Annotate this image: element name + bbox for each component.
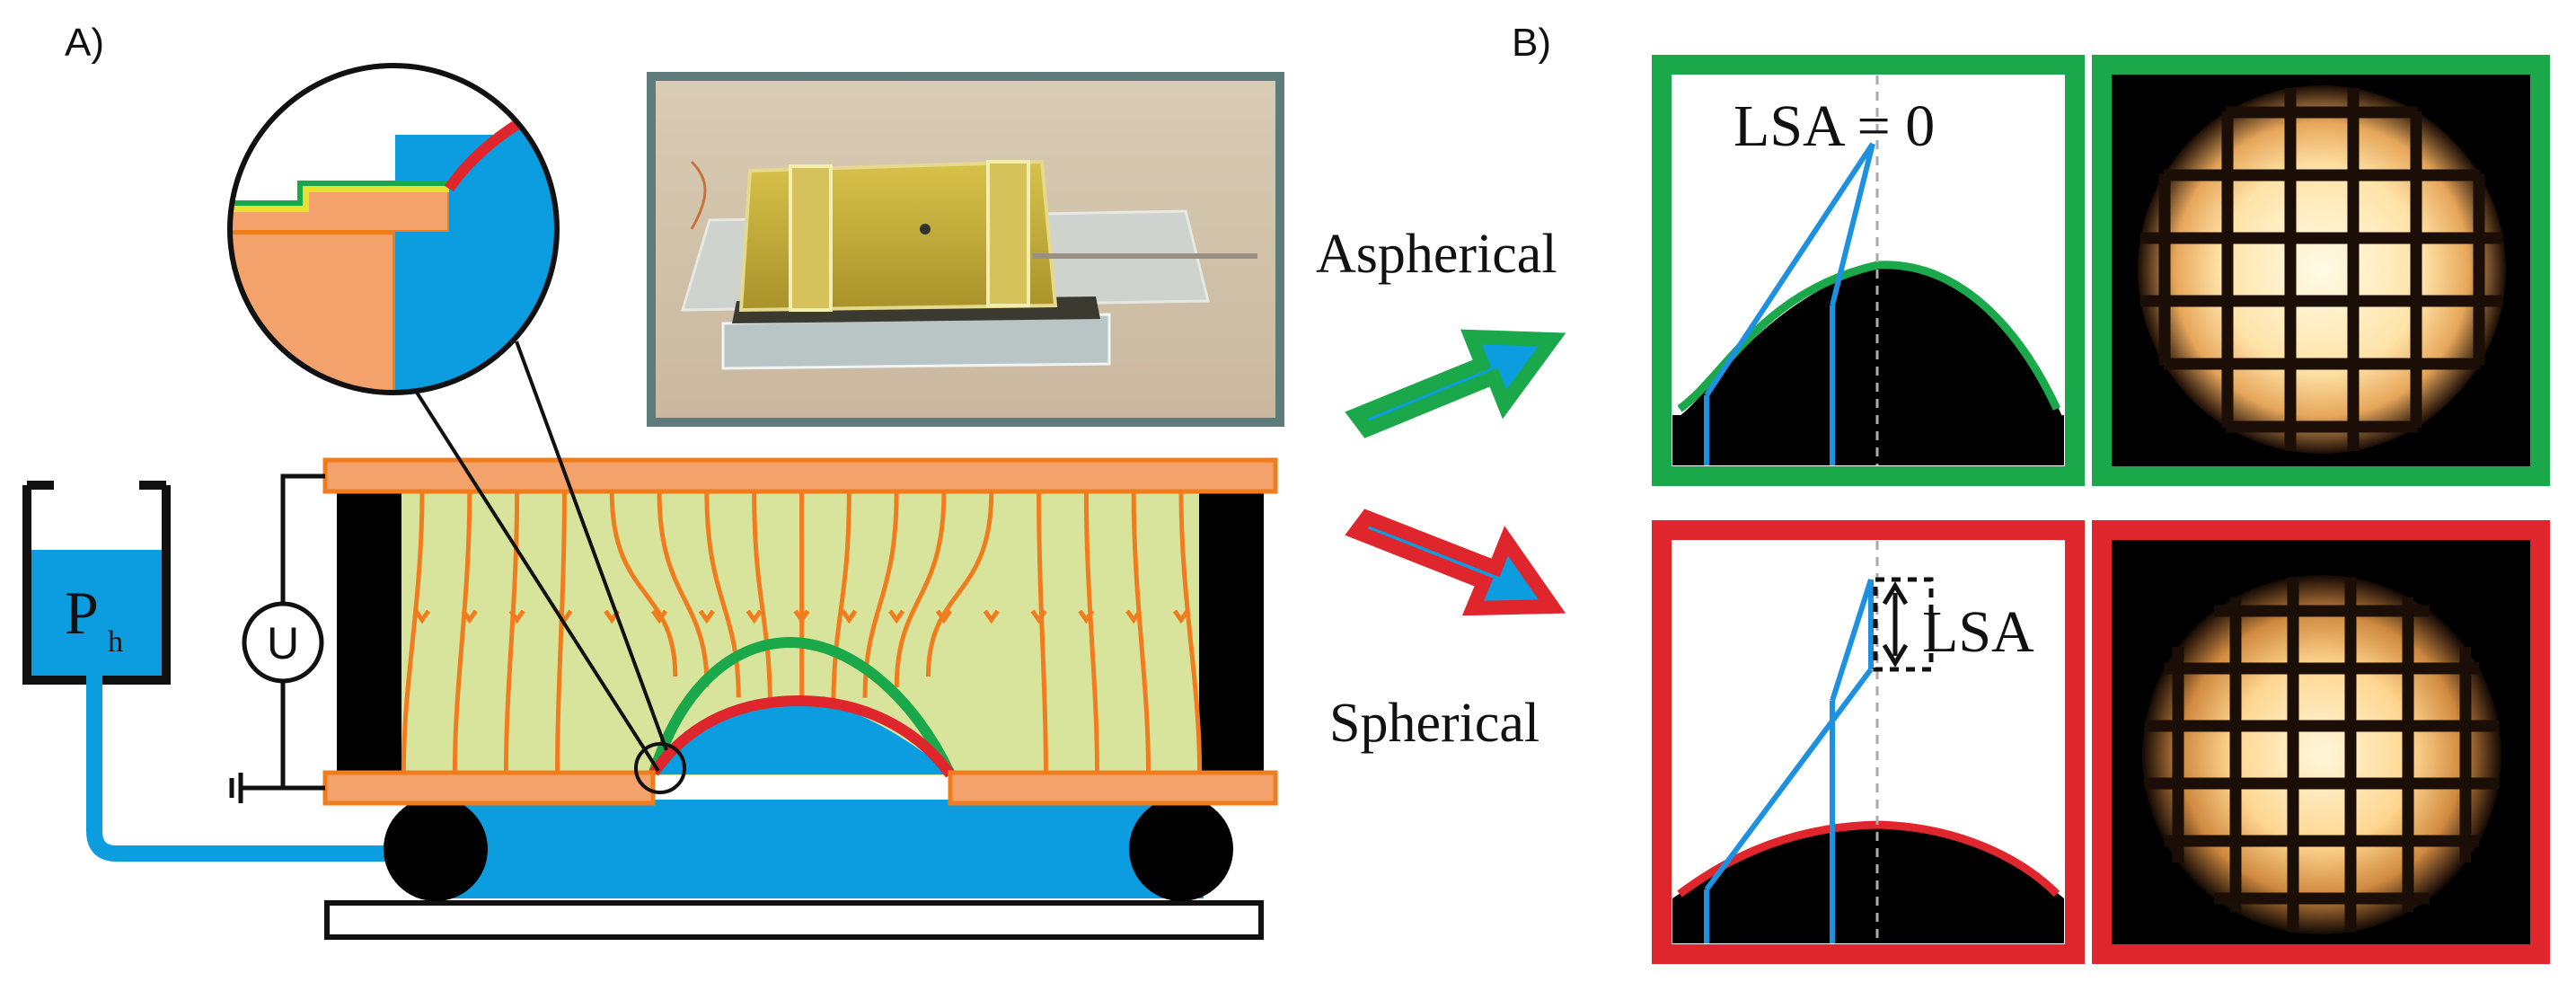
field-line: [1083, 491, 1099, 772]
spherical-meniscus: [649, 694, 955, 778]
field-line-arrowhead: [888, 609, 905, 624]
field-line: [1178, 491, 1203, 772]
supply-tube: [86, 676, 422, 862]
spacer-left: [337, 487, 401, 776]
field-line-arrowhead: [413, 609, 431, 624]
field-line-arrowhead: [1172, 609, 1190, 624]
spacer-right: [1199, 487, 1264, 776]
spherical-arrow: [1345, 509, 1566, 616]
lsa-zero-label: LSA = 0: [1734, 93, 1935, 159]
field-line-arrowhead: [461, 609, 478, 624]
voltage-label: U: [267, 618, 299, 668]
aspherical-grid-image: [2092, 55, 2550, 486]
top-electrode: [322, 457, 1278, 494]
field-line-arrowhead: [1030, 609, 1047, 624]
field-line-arrowhead: [651, 609, 668, 624]
bottom-electrode-left: [322, 770, 656, 806]
spherical-grid-image: [2092, 520, 2550, 964]
base-substrate: [324, 900, 1264, 940]
panel-a-label: A): [65, 21, 104, 65]
field-line-arrowhead: [935, 609, 952, 624]
field-line: [752, 491, 772, 709]
field-line: [452, 491, 472, 772]
aspherical-arrow: [1345, 329, 1566, 438]
field-lines: [401, 491, 1203, 772]
aspherical-profile-panel: LSA = 0: [1652, 55, 2085, 486]
field-line: [609, 491, 678, 677]
pressure-label: P: [65, 579, 99, 647]
field-line-arrowhead: [793, 609, 810, 624]
o-ring-right: [1129, 797, 1233, 901]
panel-b-label: B): [1512, 21, 1551, 65]
field-line-arrowhead: [841, 609, 858, 624]
field-line-arrowhead: [698, 609, 715, 624]
field-line: [657, 491, 710, 687]
spherical-label: Spherical: [1329, 693, 1539, 754]
field-line: [1037, 491, 1048, 772]
water-chamber: [422, 800, 1204, 898]
field-line: [554, 491, 567, 772]
field-line: [503, 491, 520, 772]
field-line: [926, 491, 994, 677]
aspherical-meniscus: [648, 636, 956, 777]
field-line: [831, 491, 851, 709]
spherical-profile-panel: LSA: [1652, 520, 2085, 964]
field-line: [1131, 491, 1151, 772]
pressure-reservoir: P h: [22, 481, 171, 685]
field-line-arrowhead: [983, 609, 1000, 624]
voltage-circuit: [229, 473, 325, 803]
field-line: [401, 491, 425, 772]
aspherical-label: Aspherical: [1316, 224, 1557, 285]
bottom-electrode-right: [948, 770, 1278, 806]
pressure-subscript: h: [108, 625, 123, 659]
field-line-arrowhead: [1125, 609, 1142, 624]
o-ring-left: [384, 797, 488, 901]
voltage-source: [242, 601, 324, 684]
lsa-label: LSA: [1922, 599, 2034, 665]
field-line-arrowhead: [745, 609, 763, 624]
field-line-arrowhead: [1078, 609, 1095, 624]
field-line: [894, 491, 947, 687]
device-photo: [647, 72, 1284, 427]
field-line-arrowhead: [508, 609, 525, 624]
field-line: [704, 491, 741, 698]
